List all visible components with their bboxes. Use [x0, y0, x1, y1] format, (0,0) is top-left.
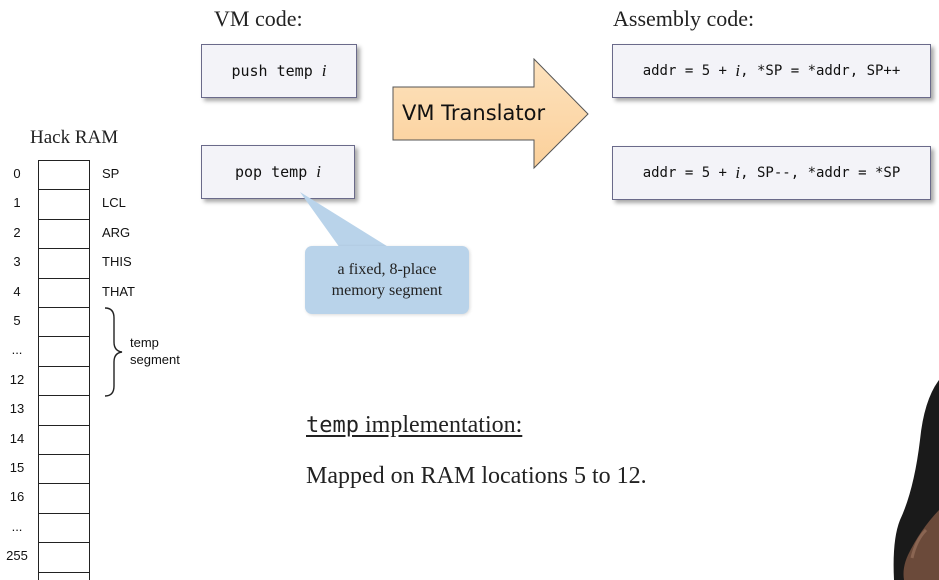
- ram-register-label: THIS: [102, 254, 132, 270]
- ram-address: 14: [9, 430, 25, 446]
- impl-heading: temp implementation:: [306, 412, 522, 439]
- segment-callout: a fixed, 8-place memory segment: [305, 246, 469, 314]
- push-asm-var: i: [735, 61, 741, 80]
- translator-label: VM Translator: [402, 101, 546, 125]
- ram-cell: [38, 189, 90, 219]
- ram-cell: [38, 277, 90, 307]
- push-asm-box: addr = 5 + i , *SP = *addr, SP++: [612, 44, 931, 98]
- ram-cell: [38, 307, 90, 337]
- translator-arrow-icon: [392, 58, 589, 170]
- ram-cell: [38, 336, 90, 366]
- ram-address: 13: [9, 401, 25, 417]
- ram-register-label: THAT: [102, 283, 135, 299]
- ram-cell: [38, 395, 90, 425]
- pop-asm-var: i: [735, 163, 741, 182]
- push-temp-code: push temp: [231, 62, 322, 80]
- ram-cell: [38, 365, 90, 396]
- ram-address: 15: [9, 460, 25, 475]
- ram-address: 255: [6, 548, 28, 564]
- ram-address: ...: [11, 342, 23, 358]
- ram-address: 16: [9, 489, 25, 505]
- ram-cell: [38, 512, 90, 543]
- ram-cell: [38, 483, 90, 513]
- pop-asm-box: addr = 5 + i , SP--, *addr = *SP: [612, 146, 931, 200]
- temp-segment-label-line-2: segment: [130, 352, 180, 367]
- pop-temp-code: pop temp: [234, 163, 317, 181]
- impl-body: Mapped on RAM locations 5 to 12.: [306, 463, 647, 489]
- ram-address: 2: [13, 224, 21, 240]
- ram-address: 1: [13, 195, 21, 211]
- ram-cell: [38, 454, 90, 484]
- pop-asm-suffix: , SP--, *addr = *SP: [740, 165, 901, 181]
- temp-segment-brace-icon: [104, 307, 123, 397]
- ram-cell: [38, 160, 90, 190]
- callout-line-2: memory segment: [331, 282, 443, 299]
- pop-temp-var: i: [316, 162, 321, 181]
- ram-cell: [38, 542, 90, 572]
- ram-cell: [38, 424, 90, 454]
- ram-register-label: ARG: [102, 224, 131, 240]
- impl-heading-text: implementation:: [358, 412, 523, 438]
- callout-line-1: a fixed, 8-place: [337, 261, 437, 278]
- push-temp-var: i: [321, 61, 327, 80]
- ram-register-label: LCL: [102, 195, 126, 211]
- ram-address: 5: [13, 313, 21, 328]
- ram-address: ...: [11, 518, 23, 534]
- assembly-code-heading: Assembly code:: [613, 6, 755, 31]
- pop-asm-prefix: addr = 5 +: [642, 165, 736, 181]
- ram-cell: [38, 218, 90, 249]
- ram-address: 4: [13, 283, 21, 299]
- vm-code-heading: VM code:: [214, 6, 303, 31]
- impl-heading-code: temp: [306, 413, 359, 438]
- ram-cell: [38, 248, 90, 278]
- ram-address: 0: [13, 166, 21, 181]
- push-asm-prefix: addr = 5 +: [642, 63, 736, 79]
- push-asm-suffix: , *SP = *addr, SP++: [740, 63, 901, 79]
- temp-segment-label-line-1: temp: [130, 335, 159, 350]
- ram-address: 3: [13, 254, 21, 270]
- push-temp-box: push temp i: [201, 44, 357, 98]
- ram-register-label: SP: [102, 166, 120, 181]
- temp-segment-label: temp segment: [130, 334, 180, 368]
- ram-address: 12: [9, 371, 25, 387]
- ram-title: Hack RAM: [30, 127, 119, 148]
- presenter-image: [893, 380, 939, 580]
- ram-table-tail: [38, 571, 90, 580]
- pop-temp-box: pop temp i: [201, 145, 355, 199]
